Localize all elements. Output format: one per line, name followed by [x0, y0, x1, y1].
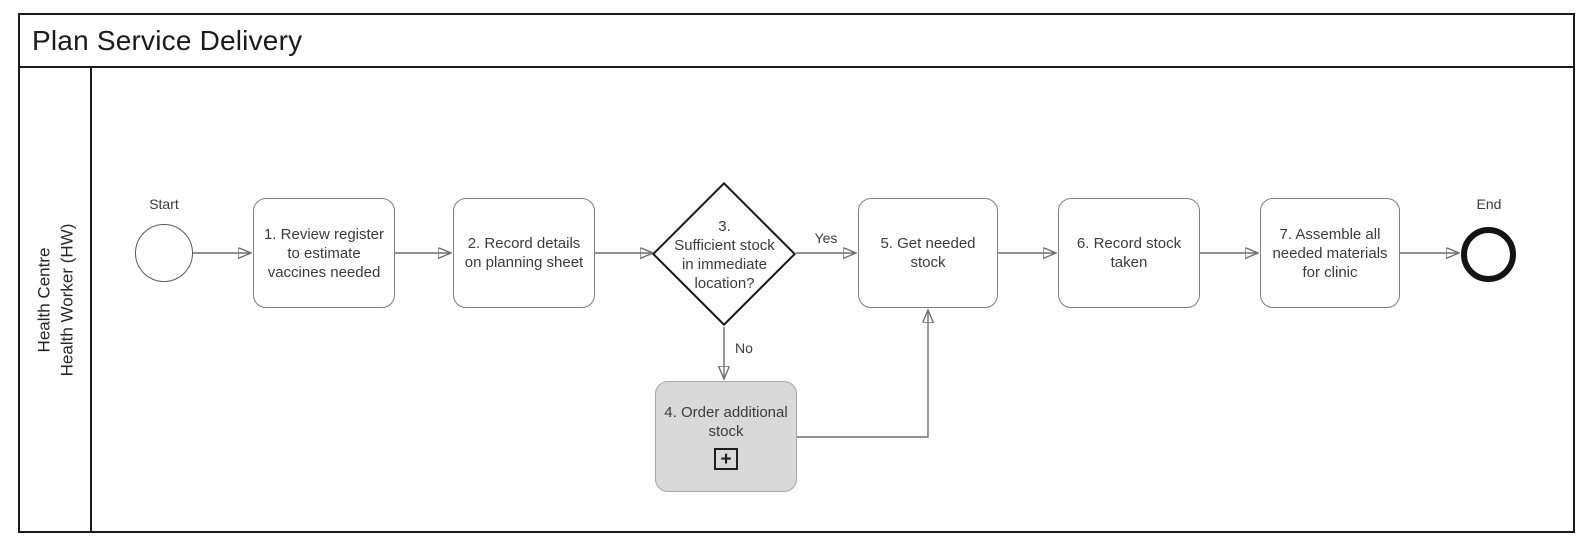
pool-body: Health Centre Health Worker (HW) — [20, 68, 1573, 531]
subprocess-plus-icon: + — [714, 448, 738, 470]
end-event-label: End — [1476, 196, 1502, 212]
task-2-label: 2. Record details on planning sheet — [464, 235, 584, 271]
task-5-label: 5. Get needed stock — [880, 235, 976, 271]
flow-yes-label: Yes — [814, 230, 838, 246]
task-2-record-details: 2. Record details on planning sheet — [453, 198, 595, 308]
start-event-label: Start — [149, 196, 179, 212]
lane-label-column: Health Centre Health Worker (HW) — [20, 68, 92, 531]
task-1-label: 1. Review register to estimate vaccines … — [263, 225, 385, 281]
task-6-label: 6. Record stock taken — [1076, 235, 1182, 271]
pool-title: Plan Service Delivery — [20, 15, 1573, 68]
task-4-label: 4. Order additional stock — [664, 404, 788, 440]
task-4-order-additional-stock: 4. Order additional stock + — [655, 381, 797, 492]
gateway-label: 3. Sufficient stock in immediate locatio… — [674, 218, 775, 292]
task-6-record-stock-taken: 6. Record stock taken — [1058, 198, 1200, 308]
task-7-label: 7. Assemble all needed materials for cli… — [1272, 225, 1388, 281]
task-7-assemble-materials: 7. Assemble all needed materials for cli… — [1260, 198, 1400, 308]
flow-no-label: No — [735, 340, 753, 356]
start-event-circle — [135, 224, 193, 282]
task-1-review-register: 1. Review register to estimate vaccines … — [253, 198, 395, 308]
flow-task4-to-task5 — [797, 311, 928, 438]
end-event-circle — [1461, 227, 1516, 282]
task-5-get-needed-stock: 5. Get needed stock — [858, 198, 998, 308]
